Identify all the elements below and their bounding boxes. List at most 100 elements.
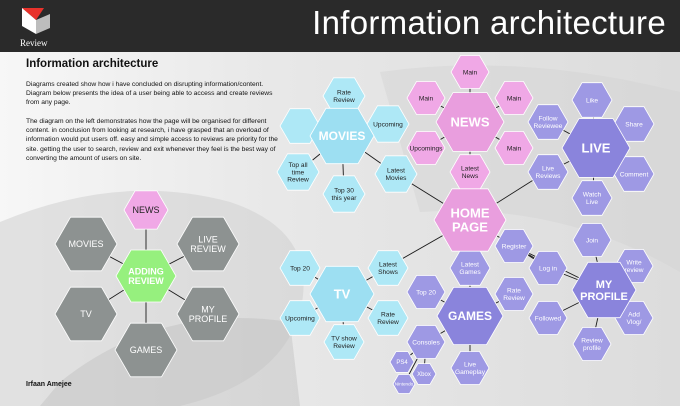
profile-item: Register <box>494 229 534 263</box>
news-item-label: Main <box>507 145 522 152</box>
tv-hub-shape <box>309 265 375 323</box>
movies-hub-shape <box>309 107 375 165</box>
movies-hub: MOVIES <box>309 107 375 165</box>
movies-item-shape <box>374 155 418 193</box>
games-item: Top 20 <box>406 275 446 309</box>
live-hub-label: LIVE <box>582 141 611 156</box>
games-item-shape <box>494 277 534 311</box>
tv-hub: TV <box>309 265 375 323</box>
news-item-label: Main <box>507 95 522 102</box>
profile-item-label: Register <box>502 243 527 250</box>
tv-item-shape <box>279 250 321 286</box>
games-item-label: Consoles <box>412 339 440 346</box>
page-title: Information architecture <box>312 4 666 41</box>
tv-item-shape <box>367 300 409 336</box>
author-name: Irfaan Amejee <box>26 381 72 388</box>
news-item: Main <box>406 81 446 115</box>
tv-item-label: Top 20 <box>290 265 310 272</box>
games-item: Consoles <box>406 325 446 359</box>
games-console-xbox-label: Xbox <box>417 372 431 378</box>
news-hub: NEWS <box>435 92 505 152</box>
games-hub: GAMES <box>436 286 504 346</box>
live-item-shape <box>527 154 569 190</box>
news-item-shape <box>494 131 534 165</box>
intro-paragraph: Diagrams created show how i have conclud… <box>26 81 273 107</box>
live-item-label: Comment <box>620 171 649 178</box>
live-item-label: Like <box>586 97 598 104</box>
profile-item-shape <box>572 223 612 257</box>
news-hub-shape <box>435 92 505 152</box>
description-paragraph: The diagram on the left demonstrates how… <box>26 118 278 162</box>
games-console-nintendo: Nintendo <box>392 374 416 394</box>
games-console-xbox-shape <box>411 363 437 385</box>
profile-item-shape <box>572 327 612 361</box>
profile-item: Followed <box>528 301 568 335</box>
live-item-shape <box>527 104 569 140</box>
games-console-ps4-shape <box>389 351 415 373</box>
profile-item-shape <box>528 301 568 335</box>
live-hub-shape <box>561 118 631 178</box>
section-title: Information architecture <box>26 58 159 70</box>
small-node-movies: MOVIES <box>54 216 118 272</box>
tv-item-shape <box>367 250 409 286</box>
news-item: Upcomings <box>406 131 446 165</box>
profile-item-label: Log in <box>539 265 557 272</box>
profile-item: Log in <box>528 251 568 285</box>
small-node-games: GAMES <box>114 322 178 378</box>
small-node-tv-label: TV <box>80 309 92 319</box>
games-item-shape <box>406 275 446 309</box>
games-item-shape <box>406 325 446 359</box>
profile-item-label: Join <box>586 237 598 244</box>
small-node-news-label: NEWS <box>133 205 160 215</box>
small-node-news-shape <box>123 190 169 230</box>
small-node-tv: TV <box>54 286 118 342</box>
news-item-shape <box>406 81 446 115</box>
news-item-shape <box>450 55 490 89</box>
small-node-tv-shape <box>54 286 118 342</box>
news-hub-label: NEWS <box>451 115 490 130</box>
games-console-xbox: Xbox <box>411 363 437 385</box>
news-item-label: Upcomings <box>410 145 444 152</box>
games-console-ps4: PS4 <box>389 351 415 373</box>
profile-item-shape <box>494 229 534 263</box>
tv-item: Upcoming <box>279 300 321 336</box>
small-node-movies-label: MOVIES <box>68 239 103 249</box>
movies-spacer <box>279 108 321 144</box>
news-item: Main <box>450 55 490 89</box>
movies-item-shape <box>322 175 366 213</box>
tv-item-label: Upcoming <box>285 315 315 322</box>
profile-item-label: Followed <box>535 315 562 322</box>
news-item-shape <box>494 81 534 115</box>
news-item-label: Main <box>419 95 434 102</box>
header-bar: Review Information architecture <box>0 0 680 52</box>
news-item: Main <box>494 131 534 165</box>
profile-item: Join <box>572 223 612 257</box>
movies-spacer-shape <box>279 108 321 144</box>
